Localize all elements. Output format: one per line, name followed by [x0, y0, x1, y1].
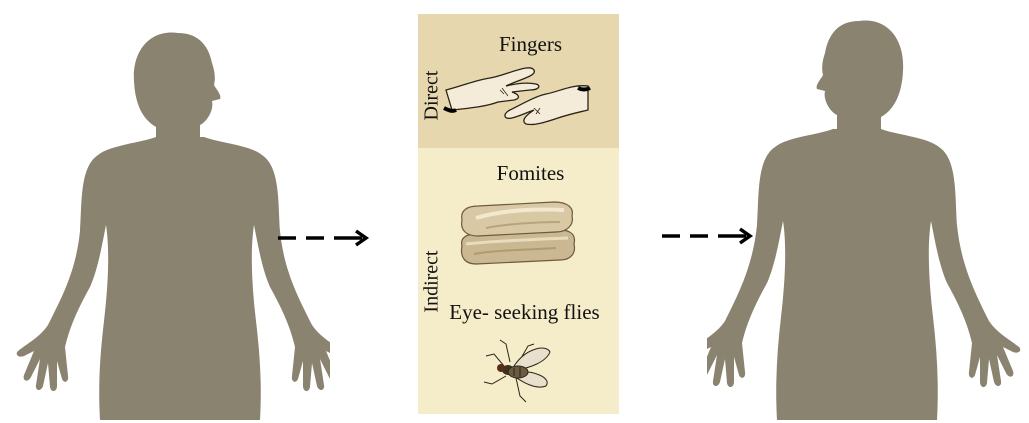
direct-label: Direct	[421, 66, 444, 126]
folded-towels-icon	[456, 198, 580, 278]
fomites-label: Fomites	[430, 161, 631, 186]
dashed-arrow-left	[276, 228, 374, 248]
source-person-silhouette	[10, 25, 330, 420]
recipient-person-silhouette	[707, 15, 1027, 420]
fingers-label: Fingers	[430, 32, 631, 57]
fly-icon	[474, 336, 556, 408]
eye-seeking-flies-label: Eye- seeking flies	[424, 300, 625, 325]
hands-icon	[442, 64, 592, 130]
transmission-routes-panel: Direct Indirect Fingers Fomites	[418, 14, 619, 414]
